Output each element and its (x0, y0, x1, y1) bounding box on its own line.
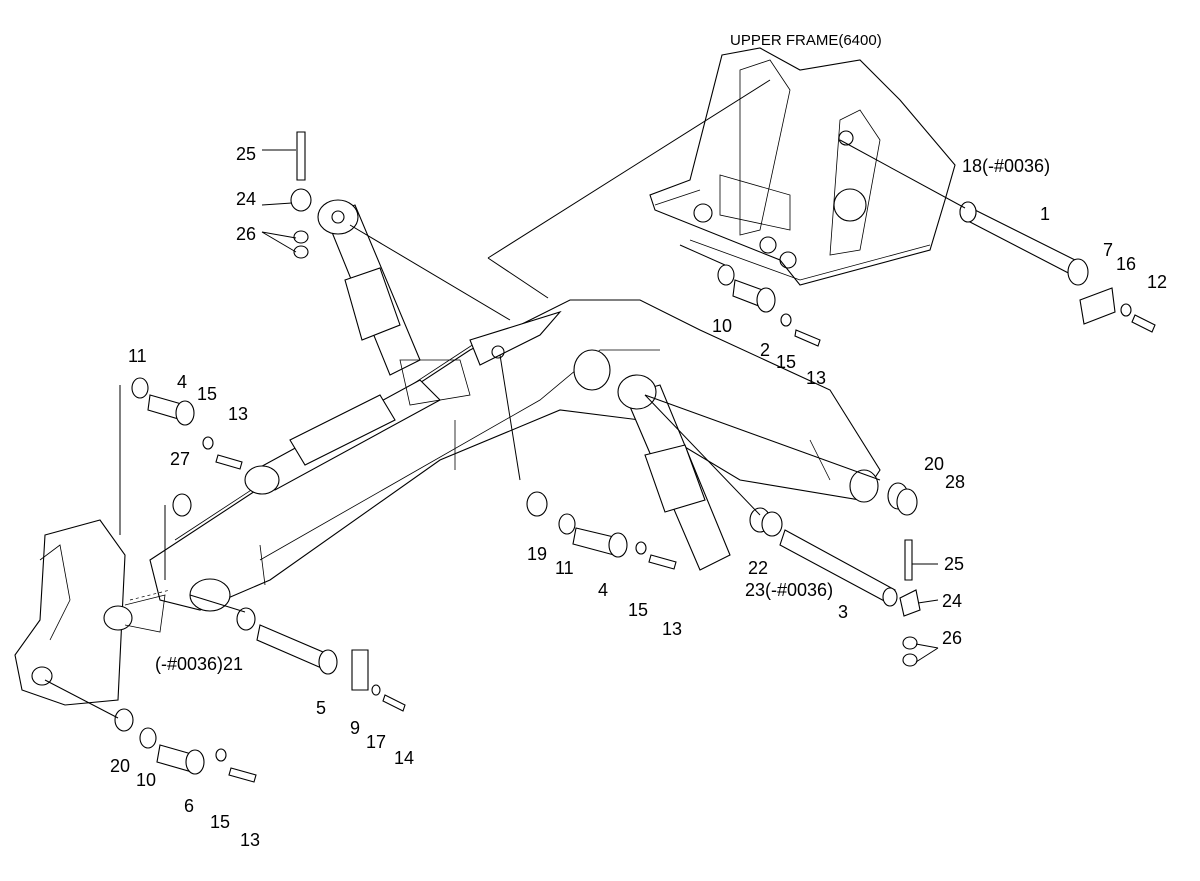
callout-label: 25 (236, 144, 256, 164)
callout-label: 26 (942, 628, 962, 648)
callout-label: 2 (760, 340, 770, 360)
loose-parts (114, 131, 1156, 783)
callout-label: 16 (1116, 254, 1136, 274)
callout-labels: 25 24 26 18(-#0036) 1 7 16 12 10 2 15 13… (110, 144, 1167, 850)
callout-label: 12 (1147, 272, 1167, 292)
callout-label: (-#0036)21 (155, 654, 243, 674)
callout-label: 11 (128, 346, 147, 366)
leader-lines (44, 79, 966, 719)
callout-label: 22 (748, 558, 768, 578)
callout-label: 14 (394, 748, 414, 768)
callout-label: 28 (945, 472, 965, 492)
callout-label: 10 (712, 316, 732, 336)
callout-label: 6 (184, 796, 194, 816)
callout-label: 26 (236, 224, 256, 244)
callout-label: 15 (628, 600, 648, 620)
arm-cylinder (244, 359, 471, 495)
callout-label: 3 (838, 602, 848, 622)
callout-label: 17 (366, 732, 386, 752)
callout-label: 9 (350, 718, 360, 738)
callout-label: 15 (776, 352, 796, 372)
callout-label: 24 (942, 591, 962, 611)
callout-label: 13 (228, 404, 248, 424)
swing-bracket (14, 519, 166, 706)
callout-label: 24 (236, 189, 256, 209)
callout-label: 23(-#0036) (745, 580, 833, 600)
callout-label: 4 (598, 580, 608, 600)
callout-label: 7 (1103, 240, 1113, 260)
callout-label: 19 (527, 544, 547, 564)
swing-cylinder (617, 374, 731, 571)
callout-label: 20 (110, 756, 130, 776)
callout-label: 4 (177, 372, 187, 392)
callout-label: 27 (170, 449, 190, 469)
callout-label: 13 (662, 619, 682, 639)
callout-label: 15 (197, 384, 217, 404)
callout-label: 11 (555, 558, 574, 578)
callout-label: 13 (240, 830, 260, 850)
upper-frame (649, 47, 956, 286)
callout-label: 25 (944, 554, 964, 574)
boom (149, 299, 881, 612)
callout-label: 15 (210, 812, 230, 832)
boom-cylinder (317, 199, 421, 376)
frame-title: UPPER FRAME(6400) (730, 32, 882, 49)
callout-label: 13 (806, 368, 826, 388)
callout-label: 18(-#0036) (962, 156, 1050, 176)
callout-label: 1 (1040, 204, 1050, 224)
callout-label: 20 (924, 454, 944, 474)
callout-label: 10 (136, 770, 156, 790)
callout-label: 5 (316, 698, 326, 718)
